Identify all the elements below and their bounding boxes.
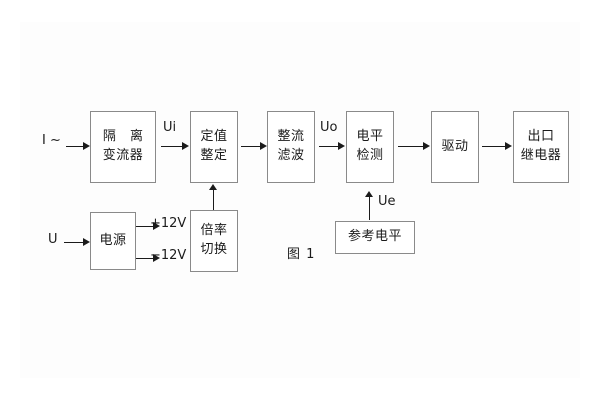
block-setpoint-line1: 定值 bbox=[200, 129, 228, 145]
arrow-isolation-ct-to-setpoint bbox=[161, 142, 189, 151]
block-drive-line1: 驱动 bbox=[441, 138, 469, 154]
block-rectify-filter-line2: 滤波 bbox=[277, 148, 305, 163]
block-isolation-ct-line1: 隔 离 bbox=[102, 129, 149, 145]
block-isolation-ct-line2: 变流器 bbox=[102, 148, 144, 163]
input-current-label: I ~ bbox=[42, 133, 61, 148]
block-power-supply-line1: 电源 bbox=[99, 232, 127, 248]
rail-positive-label: +12V bbox=[150, 216, 187, 231]
rail-negative-label: −12V bbox=[150, 248, 187, 263]
arrow-voltage-to-power-supply bbox=[64, 238, 90, 247]
block-level-detect-line2: 检测 bbox=[356, 148, 384, 163]
arrow-reference-level-to-level-detect bbox=[365, 191, 374, 220]
figure-background-panel bbox=[20, 22, 580, 378]
block-drive: 驱动 bbox=[431, 111, 479, 183]
figure-caption: 图 1 bbox=[287, 247, 316, 262]
block-reference-level: 参考电平 bbox=[335, 221, 415, 254]
block-level-detect: 电平 检测 bbox=[346, 111, 394, 183]
block-output-relay: 出口 继电器 bbox=[513, 111, 569, 183]
arrow-drive-to-output-relay bbox=[482, 142, 512, 151]
block-rectify-filter-line1: 整流 bbox=[277, 129, 305, 145]
block-power-supply: 电源 bbox=[90, 212, 136, 270]
block-setpoint-line2: 整定 bbox=[200, 148, 228, 163]
arrow-rail-negative bbox=[136, 254, 160, 263]
input-voltage-label: U bbox=[48, 232, 58, 247]
arrow-multiplier-switch-to-setpoint bbox=[209, 184, 218, 210]
block-isolation-ct: 隔 离 变流器 bbox=[90, 111, 156, 183]
block-multiplier-switch-line2: 切换 bbox=[200, 242, 228, 257]
block-rectify-filter: 整流 滤波 bbox=[267, 111, 315, 183]
block-setpoint: 定值 整定 bbox=[190, 111, 238, 183]
arrow-rectify-filter-to-level-detect bbox=[319, 142, 345, 151]
block-multiplier-switch: 倍率 切换 bbox=[190, 210, 238, 272]
arrow-rail-positive bbox=[136, 222, 160, 231]
block-output-relay-line2: 继电器 bbox=[520, 148, 562, 163]
block-reference-level-line1: 参考电平 bbox=[347, 229, 402, 245]
arrow-current-to-isolation-ct bbox=[66, 142, 90, 151]
arrow-level-detect-to-drive bbox=[398, 142, 430, 151]
block-multiplier-switch-line1: 倍率 bbox=[200, 223, 228, 239]
signal-ui-label: Ui bbox=[163, 120, 177, 135]
block-output-relay-line1: 出口 bbox=[527, 129, 555, 145]
block-level-detect-line1: 电平 bbox=[356, 129, 384, 145]
arrow-setpoint-to-rectify-filter bbox=[241, 142, 267, 151]
signal-uo-label: Uo bbox=[320, 120, 338, 135]
signal-ue-label: Ue bbox=[378, 194, 396, 209]
